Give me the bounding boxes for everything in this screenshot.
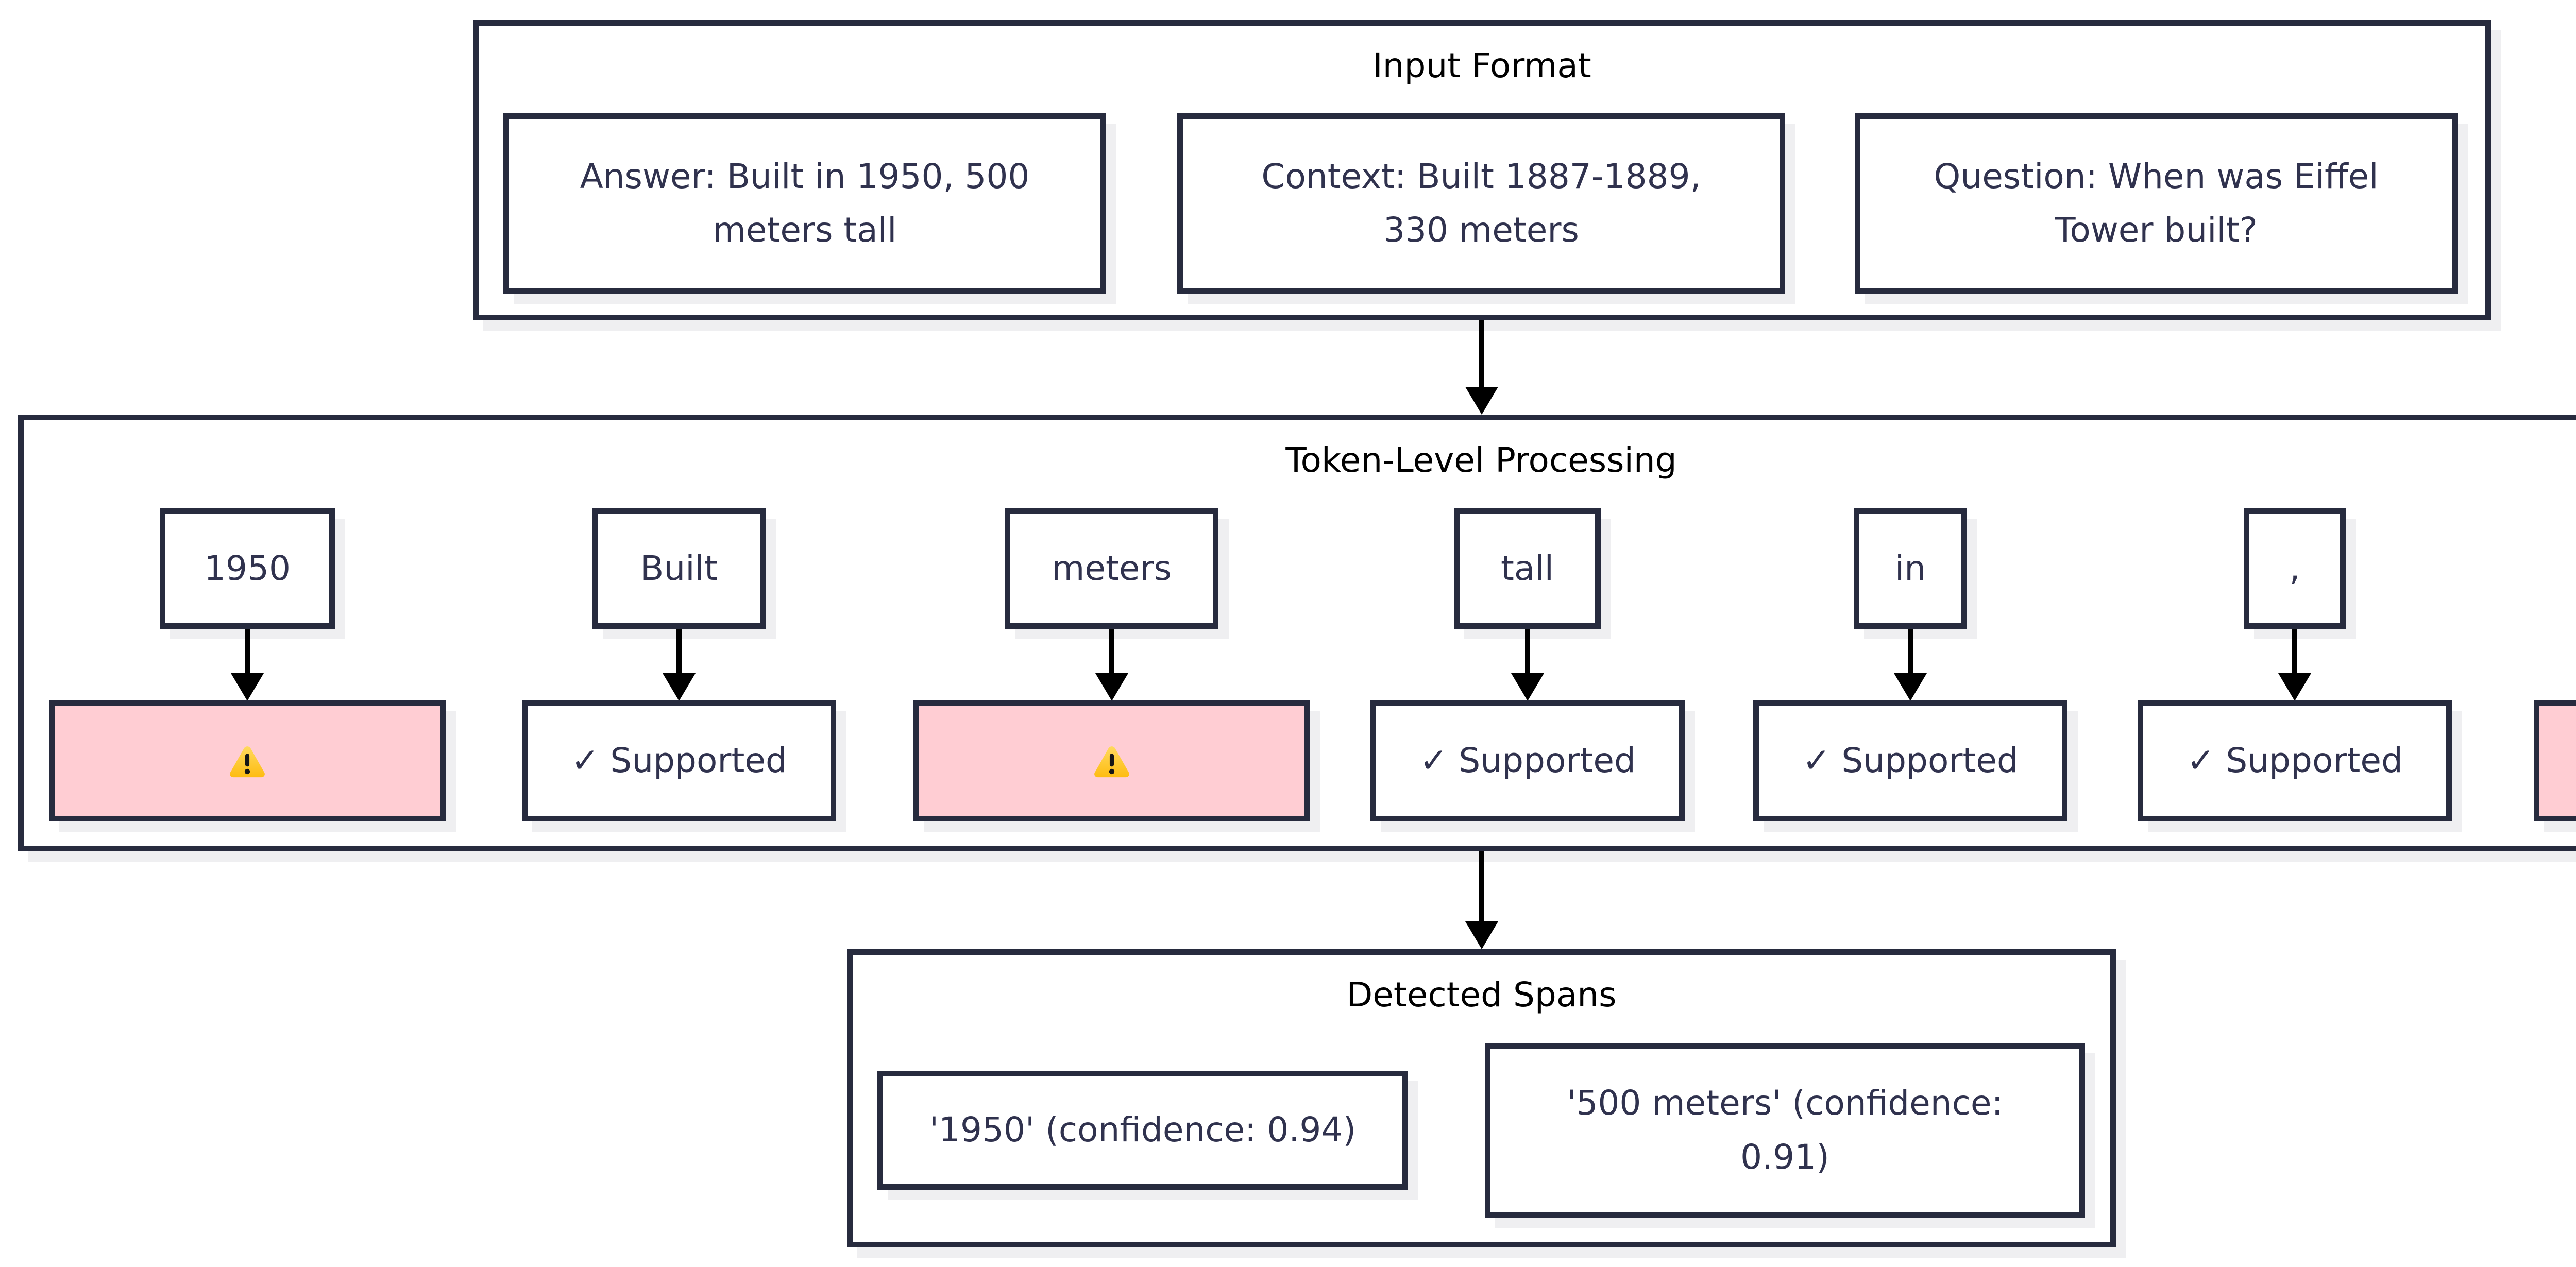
span-card-500-line1: '500 meters' (confidence: [1567,1083,2003,1123]
result-box-in-supported: ✓ Supported [1753,700,2067,821]
span-card-1950-text: '1950' (confidence: 0.94) [929,1110,1357,1150]
result-box-500-warning [2534,700,2576,821]
context-card-line1: Context: Built 1887-1889, [1261,156,1701,196]
result-box-meters-warning [913,700,1310,821]
arrow-token-tall [1511,629,1544,701]
question-card-line1: Question: When was Eiffel [1934,156,2379,196]
result-box-built-supported: ✓ Supported [522,700,836,821]
question-card-line2: Tower built? [2055,210,2258,250]
token-box-1950: 1950 [160,508,335,629]
token-box-tall: tall [1454,508,1601,629]
arrow-token-comma [2278,629,2311,701]
arrow-tokens-to-spans [1465,851,1498,949]
token-box-comma: , [2244,508,2346,629]
detected-spans-title: Detected Spans [1346,975,1617,1015]
arrow-input-to-tokens [1465,320,1498,415]
arrowhead-icon [1465,921,1498,949]
token-box-in: in [1854,508,1967,629]
arrowhead-icon [2278,673,2311,701]
result-box-tall-supported: ✓ Supported [1370,700,1685,821]
arrowhead-icon [1511,673,1544,701]
arrow-token-meters [1095,629,1128,701]
token-box-meters: meters [1005,508,1218,629]
result-box-comma-supported: ✓ Supported [2138,700,2452,821]
input-format-cluster: Input Format Answer: Built in 1950, 500 … [473,20,2491,320]
input-format-title: Input Format [1372,46,1591,85]
context-card: Context: Built 1887-1889, 330 meters [1177,113,1785,294]
token-processing-cluster: Token-Level Processing 1950 Built meters… [18,415,2576,851]
arrowhead-icon [1465,387,1498,415]
arrowhead-icon [1894,673,1927,701]
token-box-built: Built [592,508,766,629]
detected-spans-cluster: Detected Spans '1950' (confidence: 0.94)… [847,949,2116,1247]
arrowhead-icon [1095,673,1128,701]
token-processing-title: Token-Level Processing [1285,440,1677,480]
arrow-token-in [1894,629,1927,701]
answer-card-line1: Answer: Built in 1950, 500 [580,156,1030,196]
answer-card-line2: meters tall [713,210,897,250]
result-box-1950-warning [49,700,446,821]
warning-icon [1094,746,1129,777]
span-card-1950: '1950' (confidence: 0.94) [877,1071,1408,1190]
answer-card: Answer: Built in 1950, 500 meters tall [503,113,1106,294]
span-card-500-line2: 0.91) [1740,1137,1829,1177]
arrowhead-icon [231,673,264,701]
span-card-500-meters: '500 meters' (confidence: 0.91) [1485,1043,2085,1218]
arrow-token-built [663,629,696,701]
arrow-token-1950 [231,629,264,701]
arrowhead-icon [663,673,696,701]
context-card-line2: 330 meters [1383,210,1579,250]
question-card: Question: When was Eiffel Tower built? [1855,113,2458,294]
warning-icon [230,746,265,777]
